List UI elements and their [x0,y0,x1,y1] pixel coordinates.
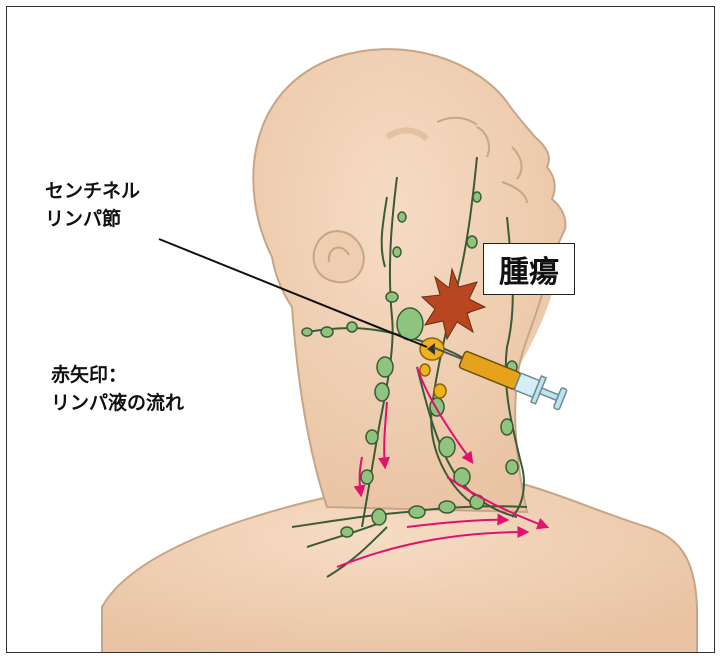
sentinel-label-line2: リンパ節 [45,207,121,232]
arrow-legend-line1: 赤矢印： [51,363,127,388]
ear [314,231,364,282]
tumor-label: 腫瘍 [483,243,575,295]
arrow-legend-line2: リンパ液の流れ [51,391,184,416]
sentinel-label-line1: センチネル [45,179,140,204]
figure-frame: センチネル リンパ節 腫瘍 赤矢印： リンパ液の流れ [6,6,715,653]
neck-illustration [7,7,715,653]
